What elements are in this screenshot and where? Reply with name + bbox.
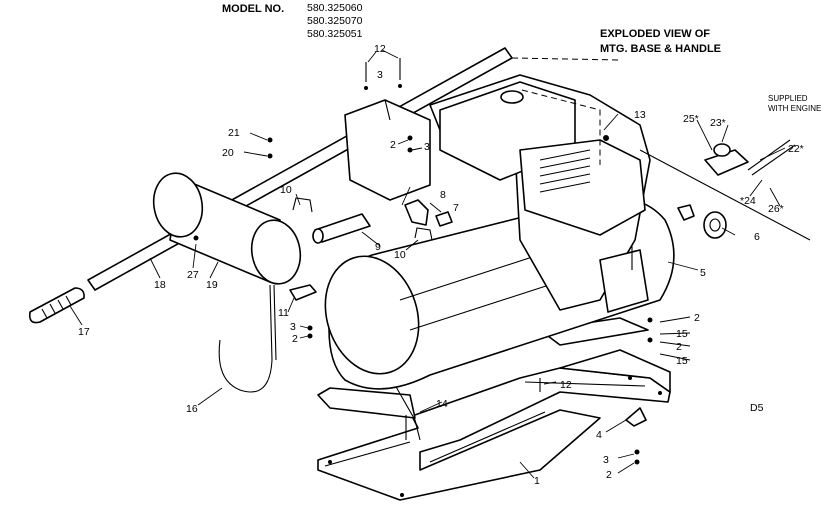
model-label: MODEL NO. bbox=[222, 3, 284, 15]
rubber-foot bbox=[625, 407, 647, 427]
callout-12-bottom: 12 bbox=[560, 379, 572, 391]
nut-fitting bbox=[435, 211, 453, 227]
hardware-fasteners bbox=[193, 58, 653, 465]
callout-17: 17 bbox=[78, 326, 90, 338]
callout-6: 6 bbox=[754, 231, 760, 243]
control-cable bbox=[218, 284, 277, 393]
filter-housing bbox=[152, 172, 302, 285]
leader-lines bbox=[69, 49, 786, 479]
callout-24: *24 bbox=[740, 195, 756, 207]
callout-13: 13 bbox=[634, 109, 646, 121]
callout-10-right: 10 bbox=[394, 249, 406, 261]
pulley-part bbox=[677, 204, 727, 239]
callout-2-right-b: 2 bbox=[676, 341, 682, 353]
page-code: D5 bbox=[750, 402, 764, 414]
view-title-line2: MTG. BASE & HANDLE bbox=[600, 43, 721, 55]
callout-3-bottom: 3 bbox=[603, 454, 609, 466]
engine-block bbox=[429, 74, 651, 313]
model-number-2: 580.325070 bbox=[307, 15, 363, 27]
callout-15-right-b: 15 bbox=[676, 355, 688, 367]
callout-23: 23* bbox=[710, 117, 726, 129]
cooling-fins bbox=[539, 149, 591, 193]
callout-14: 14 bbox=[436, 398, 448, 410]
callout-3-bracket: 3 bbox=[424, 141, 430, 153]
callout-27: 27 bbox=[187, 269, 199, 281]
callout-11: 11 bbox=[278, 307, 289, 319]
u-bracket bbox=[292, 197, 433, 241]
throttle-bracket bbox=[639, 139, 811, 241]
callout-10-left: 10 bbox=[280, 184, 292, 196]
handle-grip bbox=[28, 287, 85, 324]
callout-18: 18 bbox=[154, 279, 166, 291]
callout-25: 25* bbox=[683, 113, 699, 125]
callout-21: 21 bbox=[228, 127, 240, 139]
callout-20: 20 bbox=[222, 147, 234, 159]
callout-3-top: 3 bbox=[377, 69, 383, 81]
supplied-note-line2: WITH ENGINE bbox=[768, 104, 821, 113]
callout-2-bracket: 2 bbox=[390, 139, 396, 151]
callout-12-top: 12 bbox=[374, 43, 386, 55]
model-number-1: 580.325060 bbox=[307, 2, 363, 14]
callout-4: 4 bbox=[596, 429, 602, 441]
supplied-note-line1: SUPPLIED bbox=[768, 94, 808, 103]
callout-15-right-a: 15 bbox=[676, 328, 688, 340]
callout-16: 16 bbox=[186, 403, 198, 415]
callout-3-left: 3 bbox=[290, 321, 296, 333]
callout-1: 1 bbox=[534, 475, 540, 487]
handle-mount-bracket bbox=[344, 99, 431, 201]
callout-26: 26* bbox=[768, 203, 784, 215]
callout-5: 5 bbox=[700, 267, 706, 279]
intake-tube bbox=[312, 213, 371, 244]
callout-7: 7 bbox=[453, 202, 459, 214]
model-number-3: 580.325051 bbox=[307, 28, 363, 40]
view-title-line1: EXPLODED VIEW OF bbox=[600, 28, 710, 40]
callout-labels: 12 3 21 20 2 3 10 8 7 9 10 13 25* 23* 22… bbox=[78, 43, 804, 487]
base-frame-part bbox=[317, 349, 671, 501]
callout-2-left: 2 bbox=[292, 333, 298, 345]
callout-22: 22* bbox=[788, 143, 804, 155]
callout-9: 9 bbox=[375, 241, 381, 253]
elbow-fitting bbox=[404, 199, 429, 226]
callout-19: 19 bbox=[206, 279, 218, 291]
callout-2-right-a: 2 bbox=[694, 312, 700, 324]
callout-2-bottom: 2 bbox=[606, 469, 612, 481]
callout-8: 8 bbox=[440, 189, 446, 201]
cable-clip bbox=[289, 284, 317, 301]
